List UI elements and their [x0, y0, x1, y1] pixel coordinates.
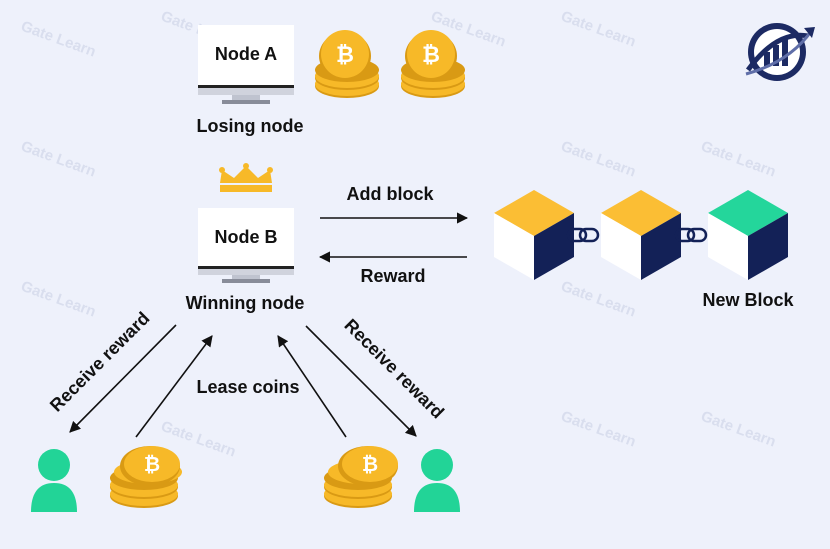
bitcoin-icon: ₿: [362, 454, 378, 476]
watermark: Gate Learn: [19, 278, 98, 321]
crown-icon: [219, 163, 273, 192]
coin-stack-icon: ₿: [401, 30, 465, 98]
block-cube: [601, 190, 681, 280]
lease-coins-arrow-right: [277, 335, 347, 438]
coin-stack-icon: ₿: [324, 446, 398, 508]
brand-logo: [745, 23, 815, 81]
watermark: Gate Learn: [699, 408, 778, 451]
bitcoin-icon: ₿: [144, 454, 160, 476]
coin-stack-icon: ₿: [110, 446, 182, 508]
winning-node-caption: Winning node: [186, 293, 305, 313]
node-b-name: Node B: [215, 227, 278, 247]
coin-stack-icon: ₿: [315, 30, 379, 98]
watermark: Gate Learn: [559, 408, 638, 451]
bitcoin-icon: ₿: [422, 42, 440, 67]
node-a-name: Node A: [215, 44, 277, 64]
watermark: Gate Learn: [19, 18, 98, 61]
watermark: Gate Learn: [19, 138, 98, 181]
block-cube: [494, 190, 574, 280]
receive-reward-arrow-left: [69, 324, 177, 433]
lease-coins-arrow-left: [135, 335, 213, 438]
reward-label: Reward: [360, 266, 425, 286]
node-a-monitor: Node A: [198, 25, 294, 104]
new-block-cube: [708, 190, 788, 280]
watermark: Gate Learn: [559, 278, 638, 321]
receive-reward-label-right: Receive reward: [340, 315, 448, 423]
new-block-label: New Block: [702, 290, 794, 310]
user-icon: [414, 449, 460, 512]
lease-coins-label: Lease coins: [196, 377, 299, 397]
chain-link-icon: [566, 227, 600, 243]
user-icon: [31, 449, 77, 512]
watermark: Gate Learn: [559, 8, 638, 51]
chain-link-icon: [674, 227, 708, 243]
bitcoin-icon: ₿: [336, 42, 354, 67]
watermark: Gate Learn: [699, 138, 778, 181]
node-b-monitor: Node B: [198, 208, 294, 283]
receive-reward-arrow-right: [305, 325, 417, 437]
losing-node-caption: Losing node: [197, 116, 304, 136]
receive-reward-label-left: Receive reward: [46, 308, 154, 416]
add-block-label: Add block: [346, 184, 434, 204]
watermark: Gate Learn: [559, 138, 638, 181]
